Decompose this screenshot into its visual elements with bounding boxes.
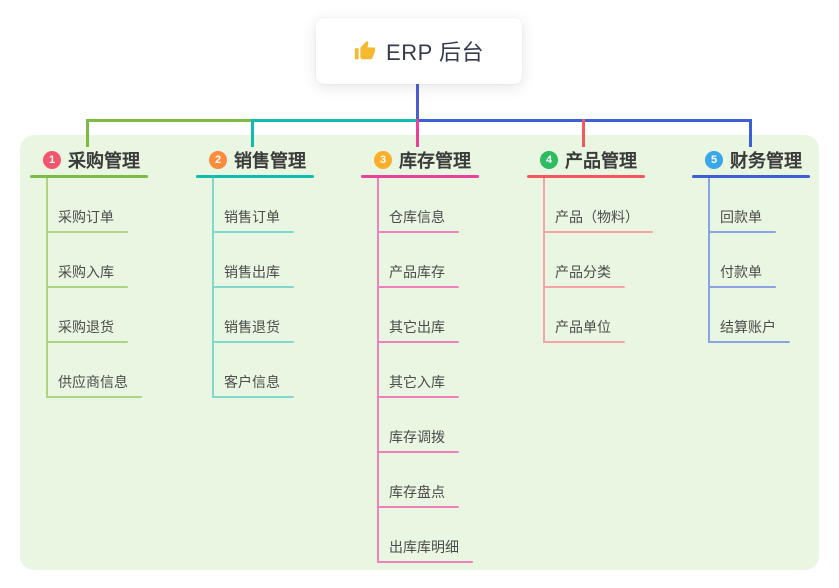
branch-spine-line bbox=[543, 178, 545, 343]
child-node-label[interactable]: 仓库信息 bbox=[389, 209, 445, 225]
child-node-underline bbox=[377, 286, 459, 288]
child-node-label[interactable]: 采购退货 bbox=[58, 319, 114, 335]
child-node-underline bbox=[543, 286, 625, 288]
child-node-underline bbox=[46, 396, 142, 398]
child-node-underline bbox=[708, 286, 776, 288]
child-node-underline bbox=[377, 561, 473, 563]
branch-bus-segment bbox=[251, 119, 418, 122]
child-node-label[interactable]: 产品（物料） bbox=[555, 209, 639, 225]
child-node-label[interactable]: 结算账户 bbox=[720, 319, 776, 335]
branch-drop-line bbox=[415, 119, 419, 147]
child-node-label[interactable]: 产品库存 bbox=[389, 264, 445, 280]
child-node-label[interactable]: 其它入库 bbox=[389, 374, 445, 390]
child-node-underline bbox=[212, 341, 294, 343]
branch-drop-line bbox=[250, 119, 254, 147]
child-node-label[interactable]: 出库库明细 bbox=[389, 539, 459, 555]
child-node-underline bbox=[212, 231, 294, 233]
child-node-underline bbox=[708, 231, 776, 233]
branch-underline bbox=[692, 175, 810, 178]
branch-drop-line bbox=[748, 119, 752, 147]
branch-title[interactable]: 库存管理 bbox=[399, 151, 471, 171]
branch-underline bbox=[30, 175, 148, 178]
branch-number-badge: 4 bbox=[540, 151, 558, 169]
root-node-label: ERP 后台 bbox=[386, 40, 484, 65]
branch-drop-line bbox=[85, 119, 89, 147]
child-node-label[interactable]: 销售出库 bbox=[224, 264, 280, 280]
child-node-underline bbox=[377, 451, 459, 453]
child-node-label[interactable]: 产品单位 bbox=[555, 319, 611, 335]
thumbs-up-icon bbox=[354, 40, 376, 60]
branch-bus-segment bbox=[86, 119, 253, 122]
child-node-label[interactable]: 产品分类 bbox=[555, 264, 611, 280]
child-node-label[interactable]: 销售退货 bbox=[224, 319, 280, 335]
branch-underline bbox=[361, 175, 479, 178]
branch-underline bbox=[527, 175, 645, 178]
child-node-label[interactable]: 回款单 bbox=[720, 209, 762, 225]
child-node-underline bbox=[212, 396, 294, 398]
branch-spine-line bbox=[212, 178, 214, 398]
branch-title[interactable]: 销售管理 bbox=[234, 151, 306, 171]
child-node-label[interactable]: 采购入库 bbox=[58, 264, 114, 280]
child-node-underline bbox=[543, 341, 625, 343]
child-node-underline bbox=[377, 506, 459, 508]
branch-drop-line bbox=[581, 119, 585, 147]
branch-spine-line bbox=[46, 178, 48, 398]
branch-underline bbox=[196, 175, 314, 178]
mindmap-root-node[interactable]: ERP 后台 bbox=[316, 18, 522, 84]
child-node-label[interactable]: 库存调拨 bbox=[389, 429, 445, 445]
branch-spine-line bbox=[708, 178, 710, 343]
branch-title[interactable]: 产品管理 bbox=[565, 151, 637, 171]
child-node-underline bbox=[708, 341, 790, 343]
child-node-underline bbox=[377, 341, 459, 343]
child-node-label[interactable]: 付款单 bbox=[720, 264, 762, 280]
child-node-underline bbox=[46, 231, 128, 233]
child-node-underline bbox=[212, 286, 294, 288]
child-node-underline bbox=[377, 396, 459, 398]
child-node-underline bbox=[377, 231, 459, 233]
branch-title[interactable]: 财务管理 bbox=[730, 151, 802, 171]
root-connector-line bbox=[416, 84, 419, 122]
child-node-label[interactable]: 客户信息 bbox=[224, 374, 280, 390]
child-node-label[interactable]: 供应商信息 bbox=[58, 374, 128, 390]
child-node-label[interactable]: 销售订单 bbox=[224, 209, 280, 225]
branch-number-badge: 2 bbox=[209, 151, 227, 169]
branch-number-badge: 5 bbox=[705, 151, 723, 169]
branches-background-panel bbox=[20, 135, 819, 570]
branch-spine-line bbox=[377, 178, 379, 563]
branch-title[interactable]: 采购管理 bbox=[68, 151, 140, 171]
branch-number-badge: 1 bbox=[43, 151, 61, 169]
branch-number-badge: 3 bbox=[374, 151, 392, 169]
child-node-label[interactable]: 采购订单 bbox=[58, 209, 114, 225]
child-node-label[interactable]: 库存盘点 bbox=[389, 484, 445, 500]
child-node-underline bbox=[46, 286, 128, 288]
child-node-underline bbox=[543, 231, 653, 233]
child-node-label[interactable]: 其它出库 bbox=[389, 319, 445, 335]
child-node-underline bbox=[46, 341, 128, 343]
